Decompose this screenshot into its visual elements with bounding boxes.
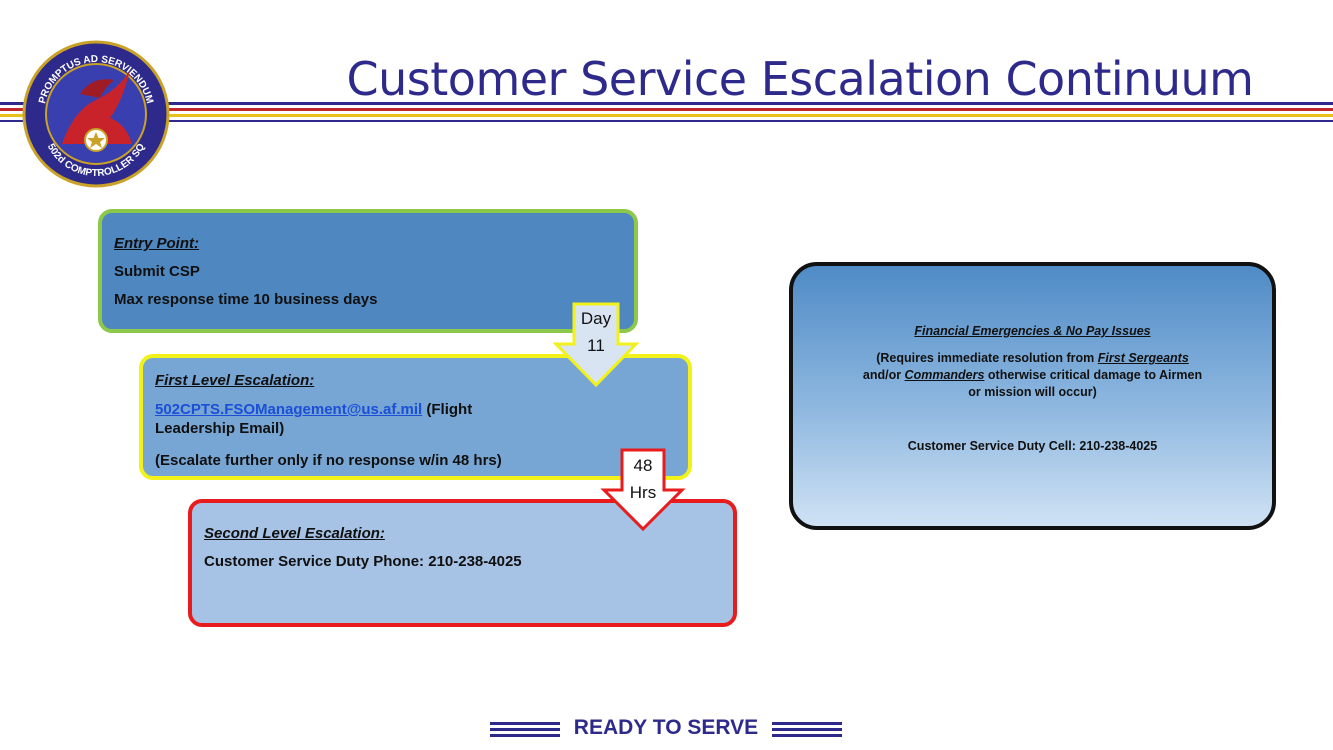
footer-bar-right-1: [772, 722, 842, 725]
commanders-text: Commanders: [904, 368, 985, 382]
day-11-arrow-label-line-1: Day: [580, 309, 612, 328]
header-stripe-navy: [0, 102, 1333, 105]
description-line-1-text: (Requires immediate resolution from: [876, 351, 1098, 365]
first-level-email-suffix: (Flight: [422, 401, 473, 418]
entry-point-line-1: Submit CSP: [114, 263, 200, 280]
48-hrs-arrow-label-line-2: Hrs: [629, 483, 657, 502]
description-line-2-prefix: and/or: [862, 368, 905, 382]
page-title: Customer Service Escalation Continuum: [346, 52, 1254, 106]
second-level-escalation-box: Second Level Escalation: Customer Servic…: [188, 499, 737, 627]
48-hrs-arrow-label-line-1: 48: [633, 456, 653, 475]
second-level-line-1: Customer Service Duty Phone: 210-238-402…: [204, 553, 522, 570]
second-level-title: Second Level Escalation:: [204, 525, 385, 542]
description-line-2-suffix: otherwise critical damage to Airmen: [984, 368, 1203, 382]
header-stripe-red: [0, 108, 1333, 111]
footer-bar-left-3: [490, 734, 560, 737]
header-stripe-navy-2: [0, 120, 1333, 122]
duty-cell-contact: Customer Service Duty Cell: 210-238-4025: [907, 439, 1158, 453]
squadron-emblem-logo: PROMPTUS AD SERVIENDUM 502d COMPTROLLER …: [22, 40, 170, 188]
entry-point-title: Entry Point:: [114, 235, 199, 252]
first-level-line-3: (Escalate further only if no response w/…: [155, 452, 502, 469]
footer-bar-right-3: [772, 734, 842, 737]
first-level-escalation-box: First Level Escalation: 502CPTS.FSOManag…: [139, 354, 692, 480]
header-stripe-gold: [0, 114, 1333, 117]
entry-point-line-2: Max response time 10 business days: [114, 291, 378, 308]
day-11-arrow-label-line-2: 11: [587, 336, 605, 355]
financial-emergencies-heading: Financial Emergencies & No Pay Issues: [914, 324, 1151, 338]
first-level-title: First Level Escalation:: [155, 372, 315, 389]
footer-bar-left-2: [490, 728, 560, 731]
day-11-arrow: [552, 302, 640, 388]
first-level-line-1: 502CPTS.FSOManagement@us.af.mil (Flight: [155, 401, 472, 418]
first-sergeants-text: First Sergeants: [1097, 351, 1189, 365]
financial-emergencies-description: (Requires immediate resolution from Firs…: [793, 350, 1272, 401]
first-level-line-2: Leadership Email): [155, 420, 285, 437]
footer-bar-left-1: [490, 722, 560, 725]
footer-slogan: READY TO SERVE: [573, 716, 759, 739]
description-line-2: and/or Commanders otherwise critical dam…: [793, 367, 1272, 384]
financial-emergencies-box: Financial Emergencies & No Pay Issues (R…: [789, 262, 1276, 530]
description-line-3: or mission will occur): [968, 385, 1097, 399]
entry-point-box: Entry Point: Submit CSP Max response tim…: [98, 209, 638, 333]
description-line-1: (Requires immediate resolution from Firs…: [793, 350, 1272, 367]
48-hrs-arrow: [600, 448, 686, 532]
footer-bar-right-2: [772, 728, 842, 731]
flight-leadership-email-link[interactable]: 502CPTS.FSOManagement@us.af.mil: [155, 401, 423, 418]
